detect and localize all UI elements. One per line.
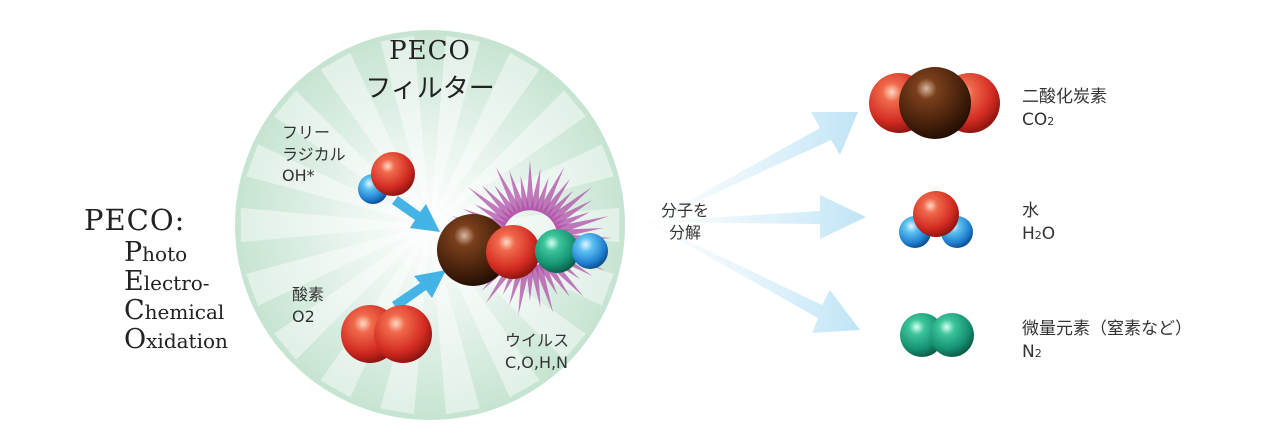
light-ray [240, 207, 430, 243]
n2-atom-right [930, 313, 974, 357]
light-ray [430, 52, 540, 225]
virus-spike [545, 190, 574, 220]
peco-heading: PECO: [84, 203, 186, 237]
acronym-electro: Electro- [124, 266, 210, 297]
arrow-to-h2o [640, 195, 866, 239]
virus-spike [548, 187, 592, 223]
n2-label: 微量元素（窒素など） N2 [1022, 318, 1192, 364]
co2-label: 二酸化炭素 CO2 [1022, 86, 1107, 132]
h2o-formula: H2O [1022, 223, 1056, 244]
virus-hydrogen-atom [572, 233, 608, 269]
radical-formula: OH* [282, 166, 315, 186]
oxygen-molecule [341, 305, 432, 363]
filter-title-line1: PECO [389, 36, 471, 66]
virus-nitrogen-atom [535, 229, 579, 273]
co2-carbon [899, 67, 971, 139]
arrow-to-n2 [640, 218, 860, 333]
h2o-name: 水 [1022, 201, 1039, 221]
oxygen-atom-right [374, 305, 432, 363]
virus-spike [474, 204, 509, 227]
oxygen-arrow [392, 270, 446, 310]
n2-molecule [900, 313, 974, 357]
virus-spike [541, 178, 570, 217]
light-ray [430, 35, 480, 226]
radical-arrow [392, 196, 440, 232]
virus-oxygen-atom [486, 225, 540, 279]
filter-title-line2: フィルター [365, 74, 495, 104]
virus-spike [481, 184, 515, 220]
light-ray [246, 144, 430, 225]
arrow-to-co2 [640, 112, 858, 228]
acronym-chemical: Chemical [124, 295, 225, 326]
n2-formula: N2 [1022, 341, 1042, 362]
light-ray [246, 225, 430, 306]
light-ray [274, 225, 430, 360]
output-arrows [640, 112, 866, 333]
h2o-molecule [899, 191, 973, 248]
co2-name: 二酸化炭素 [1022, 87, 1107, 107]
virus-spike [525, 160, 535, 211]
oxygen-label: 酸素 O2 [292, 285, 325, 326]
virus-spike [537, 167, 565, 215]
light-ray [380, 35, 430, 226]
n2-name: 微量元素（窒素など） [1022, 319, 1192, 339]
virus-spike [468, 187, 512, 223]
h2o-label: 水 H2O [1022, 200, 1055, 246]
acronym-photo: Photo [124, 237, 188, 268]
virus-carbon-atom [437, 214, 509, 286]
acronym-oxidation: Oxidation [124, 324, 228, 355]
radical-label: フリー ラジカル OH* [282, 123, 346, 186]
h2o-oxygen [913, 191, 959, 237]
light-ray [430, 90, 586, 225]
virus-spike [495, 167, 523, 215]
oxygen-formula: O2 [292, 306, 315, 326]
filter-title: PECO フィルター [335, 36, 525, 105]
peco-acronym: PECO: Photo Electro- Chemical Oxidation [84, 203, 228, 355]
virus-molecule [437, 214, 608, 286]
virus-formula: C,O,H,N [505, 352, 569, 372]
virus-spike [551, 200, 593, 227]
radical-oxygen-atom [371, 152, 415, 196]
co2-molecule [869, 67, 1000, 139]
virus-label: ウイルス C,O,H,N [505, 331, 570, 372]
decompose-label: 分子を 分解 [661, 201, 710, 242]
co2-formula: CO2 [1022, 109, 1055, 130]
hydroxyl-radical-molecule [358, 152, 415, 204]
virus-spike [529, 168, 541, 212]
virus-spike [533, 177, 549, 213]
